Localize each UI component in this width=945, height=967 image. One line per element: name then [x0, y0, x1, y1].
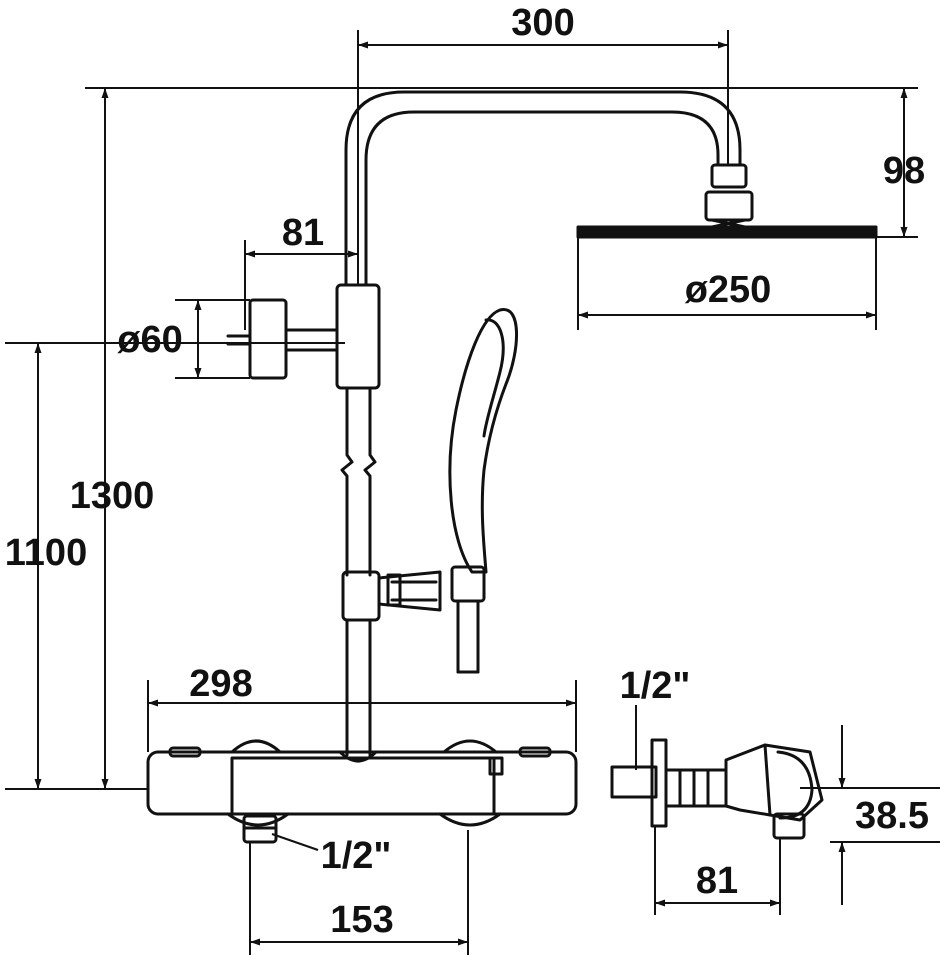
- head-connector: [710, 163, 748, 189]
- riser-upper: [344, 90, 742, 287]
- label-98: 98: [883, 150, 925, 192]
- riser-upper-inner: [364, 110, 720, 287]
- label-250: ø250: [685, 269, 772, 311]
- label-81-top: 81: [282, 212, 324, 254]
- handshower-holder-arm: [377, 570, 442, 612]
- label-1100: 1100: [5, 532, 87, 574]
- hand-shower: [448, 308, 519, 574]
- side-view-escutcheon: [610, 765, 658, 799]
- label-300: 300: [511, 2, 574, 44]
- label-half-inch-front: 1/2": [321, 835, 392, 877]
- label-half-inch-side: 1/2": [620, 665, 691, 707]
- handshower-holder-block: [341, 570, 381, 622]
- head-connector-nut: [704, 190, 754, 222]
- shower-head: [576, 225, 878, 239]
- label-81-bottom: 81: [696, 860, 738, 902]
- label-153: 153: [330, 899, 393, 941]
- label-1300: 1300: [70, 475, 155, 517]
- label-298: 298: [189, 663, 252, 705]
- label-60: ø60: [117, 319, 182, 361]
- label-38-5: 38.5: [855, 795, 929, 837]
- wall-bracket-plate: [248, 298, 288, 380]
- hand-shower-sleeve: [450, 565, 486, 603]
- riser-lower-left: [340, 386, 354, 577]
- slider-block: [335, 283, 381, 390]
- riser-lower-right: [363, 386, 377, 577]
